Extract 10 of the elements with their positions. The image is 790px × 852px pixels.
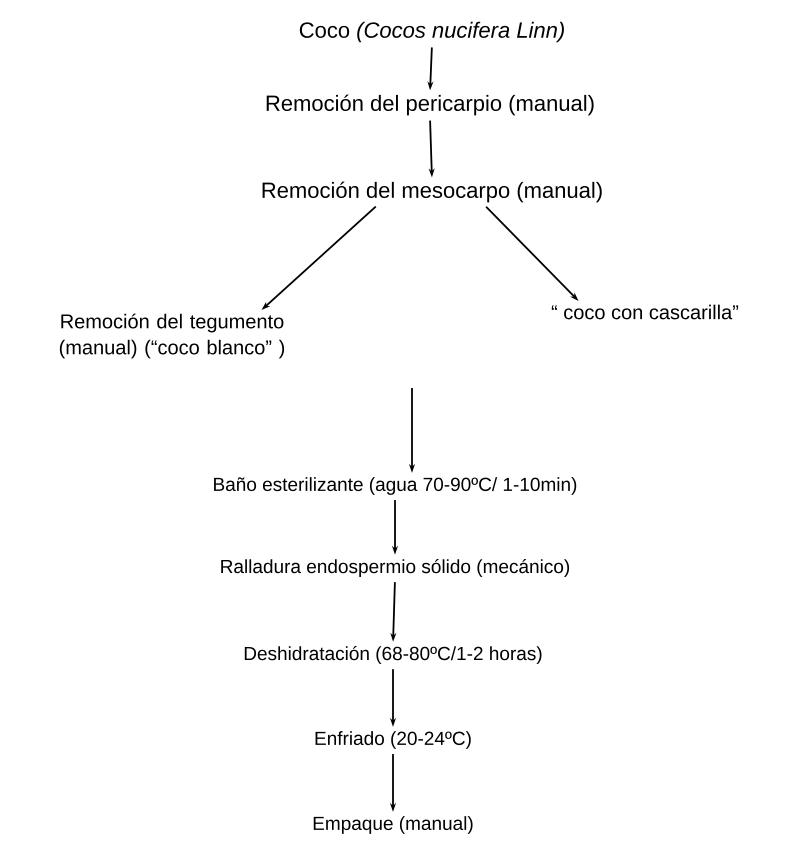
step-text: Baño esterilizante (agua 70-90ºC/ 1-10min)	[214, 477, 576, 495]
step-text: Empaque (manual)	[314, 816, 473, 834]
step-text: Remoción del pericarpio (manual)	[266, 94, 594, 116]
step-text: Enfriado (20-24ºC)	[316, 731, 471, 749]
step-text: “ coco con cascarilla”	[552, 304, 738, 320]
step-text: Deshidratación (68-80ºC/1-2 horas)	[244, 646, 542, 664]
step-text: Remoción del mesocarpo (manual)	[262, 182, 602, 202]
step-text: Ralladura endospermio sólido (mecánico)	[221, 559, 570, 577]
step-text: Remoción del tegumento (manual) (“coco blanco” )	[60, 314, 284, 358]
step-text: Coco (Cocos nucifera Linn)	[300, 22, 564, 42]
